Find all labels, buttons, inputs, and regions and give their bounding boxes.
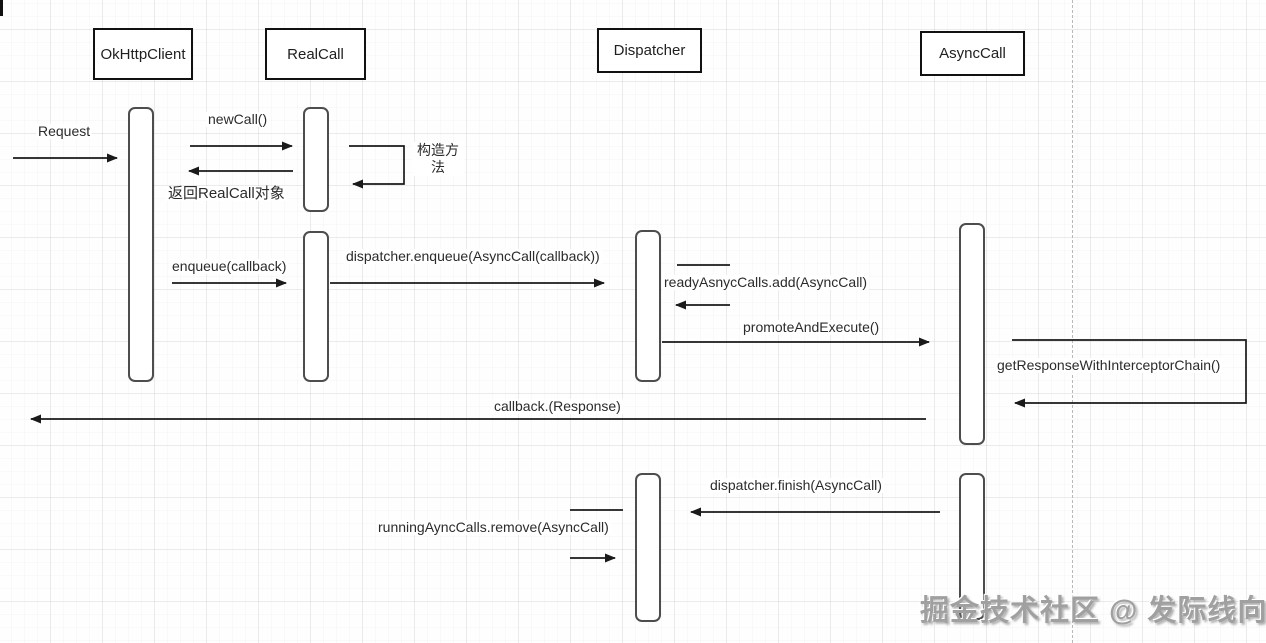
actor-dispatcher-label: Dispatcher (613, 42, 686, 59)
label-get-response: getResponseWithInterceptorChain() (995, 357, 1223, 373)
label-callback-response: callback.(Response) (492, 398, 623, 414)
watermark-text: 掘金技术社区 @ 发际线向北 (920, 595, 1266, 627)
label-running-remove: runningAyncCalls.remove(AsyncCall) (376, 519, 611, 535)
page-divider-dashed-line (1072, 0, 1073, 643)
label-dispatcher-enqueue: dispatcher.enqueue(AsyncCall(callback)) (344, 248, 602, 264)
actor-okhttpclient: OkHttpClient (93, 28, 193, 80)
corner-mark (0, 0, 3, 16)
actor-realcall-label: RealCall (287, 45, 344, 63)
activation-bar-dispatcher-1 (635, 230, 661, 382)
label-return-realcall: 返回RealCall对象 (166, 185, 287, 202)
label-ready-add: readyAsnycCalls.add(AsyncCall) (662, 274, 870, 290)
activation-bar-realcall-2 (303, 231, 329, 382)
arrow-get-response-selfcall (1012, 339, 1247, 408)
activation-bar-okhttpclient (128, 107, 154, 382)
label-constructor: 构造方法 (412, 142, 464, 176)
actor-okhttpclient-label: OkHttpClient (100, 45, 186, 63)
label-newcall: newCall() (206, 111, 270, 127)
activation-bar-dispatcher-2 (635, 473, 661, 622)
actor-asynccall-label: AsyncCall (939, 45, 1006, 62)
label-enqueue: enqueue(callback) (170, 258, 289, 274)
label-promote-and-execute: promoteAndExecute() (741, 319, 882, 335)
actor-realcall: RealCall (265, 28, 366, 80)
actor-dispatcher: Dispatcher (597, 28, 702, 73)
label-request: Request (36, 123, 93, 139)
activation-bar-asynccall-1 (959, 223, 985, 445)
activation-bar-realcall-1 (303, 107, 329, 212)
arrow-constructor-selfcall (349, 145, 405, 189)
label-dispatcher-finish: dispatcher.finish(AsyncCall) (708, 477, 884, 493)
actor-asynccall: AsyncCall (920, 31, 1025, 76)
activation-bar-asynccall-2 (959, 473, 985, 620)
